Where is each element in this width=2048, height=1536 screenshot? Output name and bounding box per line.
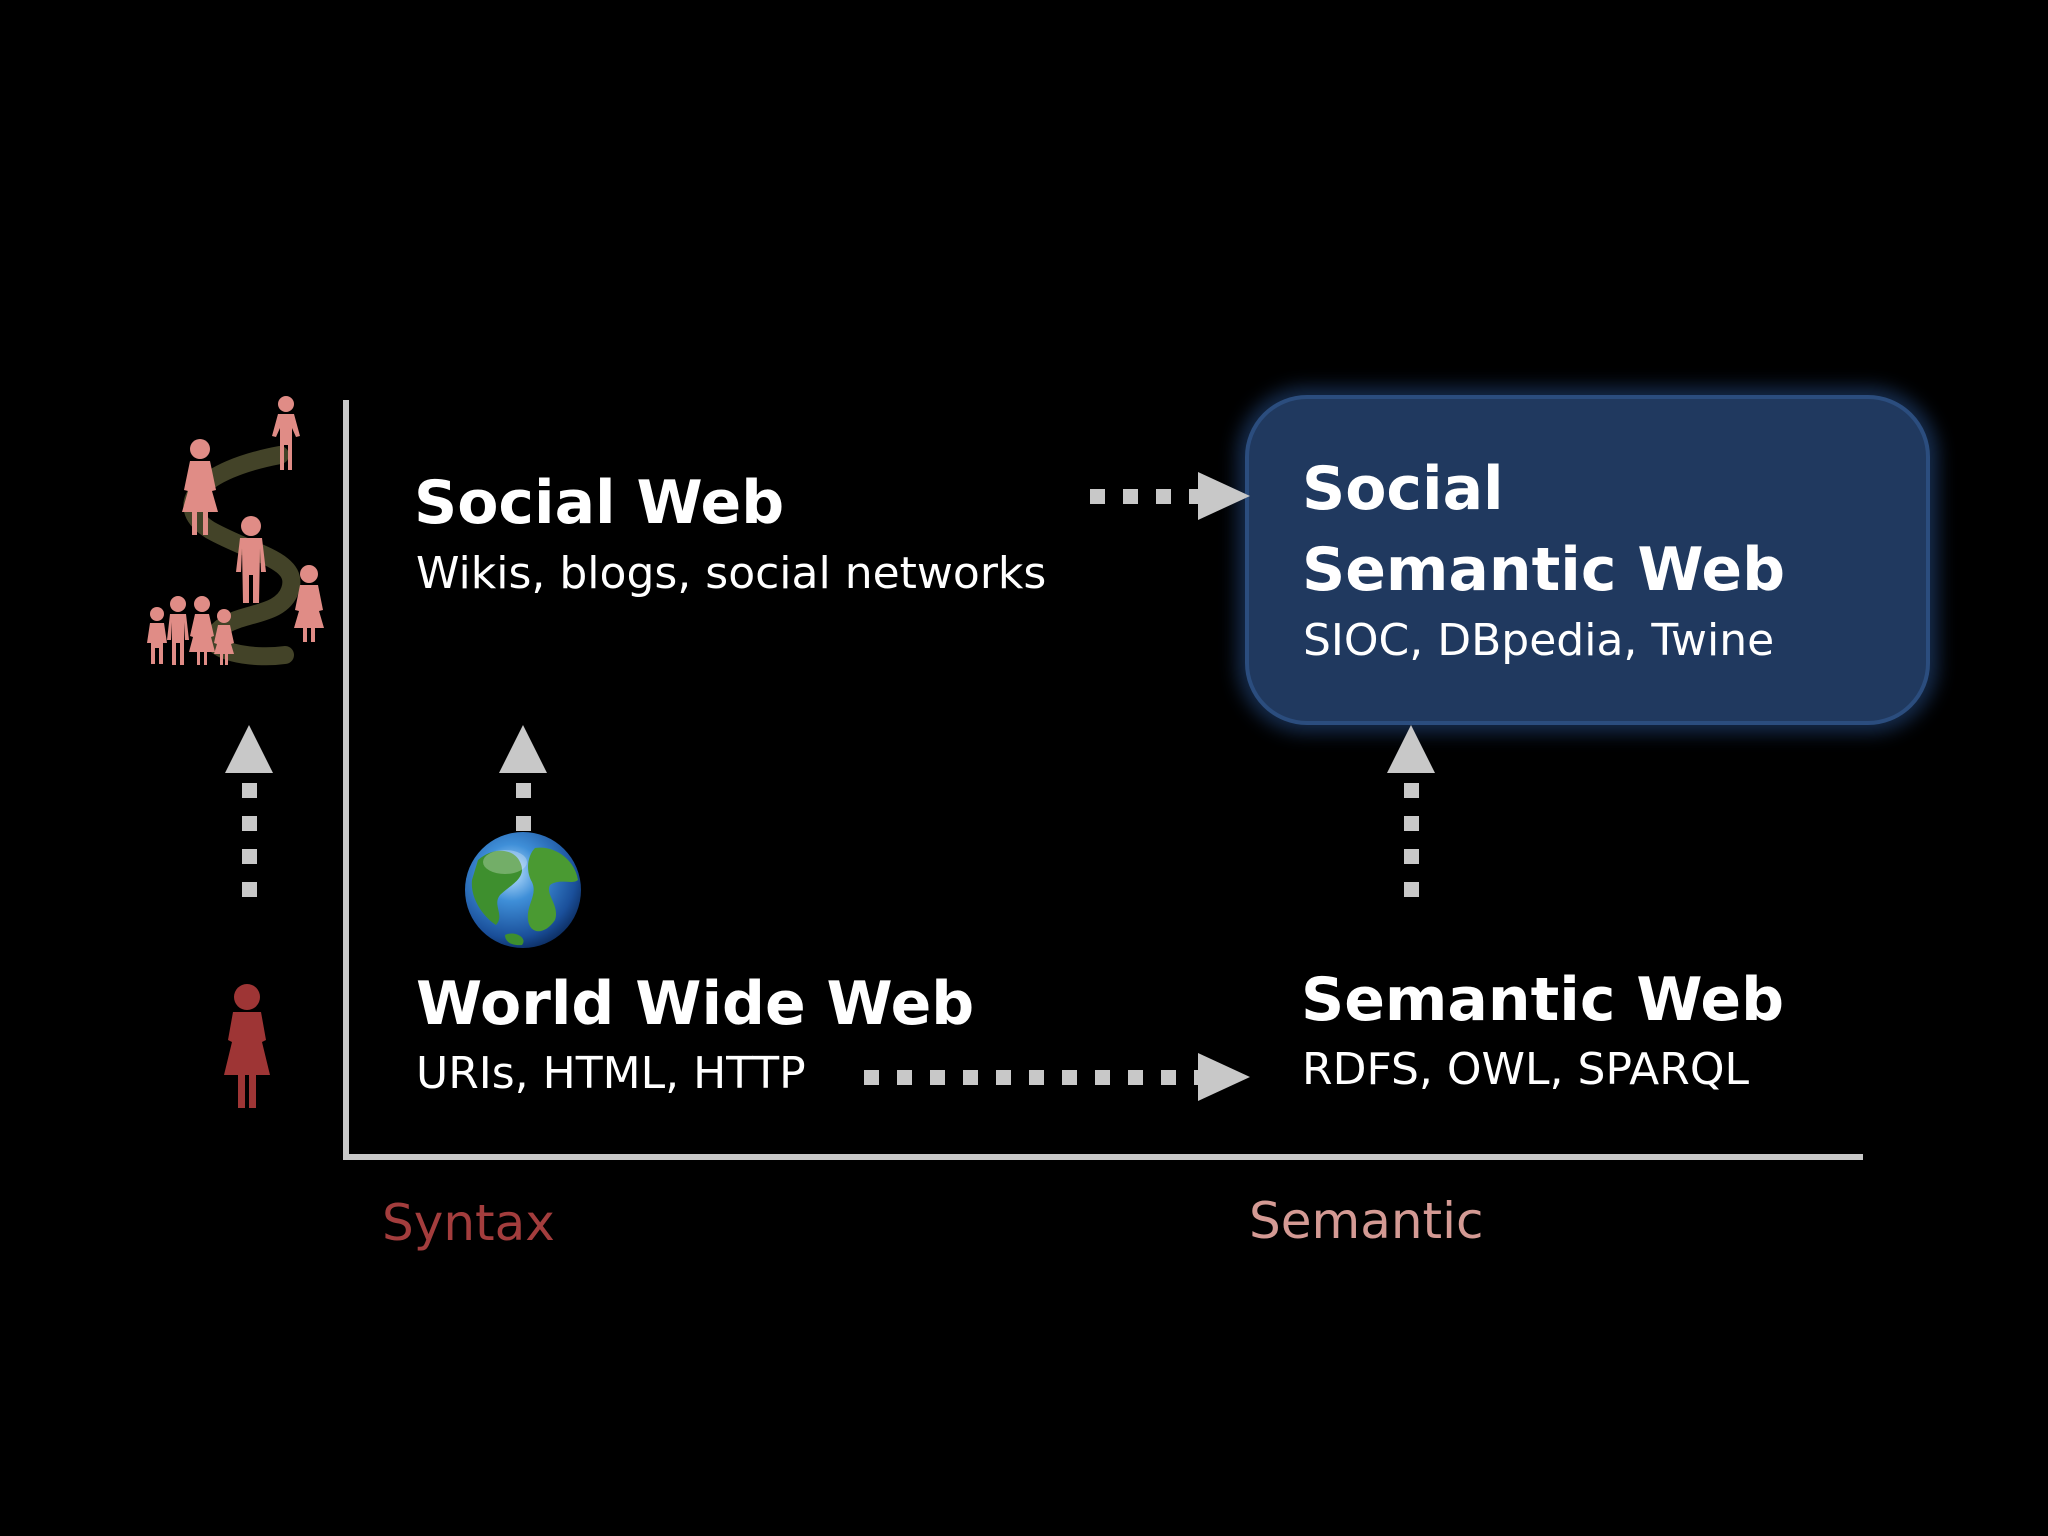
social-network-icon — [147, 396, 324, 666]
x-axis-label-semantic: Semantic — [1249, 1192, 1484, 1250]
world-wide-web-subtitle: URIs, HTML, HTTP — [416, 1048, 806, 1099]
person-icon — [224, 984, 270, 1108]
semantic-web-title: Semantic Web — [1301, 965, 1785, 1035]
semantic-web-subtitle: RDFS, OWL, SPARQL — [1302, 1044, 1749, 1095]
arrow-social-to-social-semantic — [1090, 472, 1250, 520]
arrow-www-to-social — [499, 725, 547, 831]
arrow-person-to-network — [225, 725, 273, 897]
globe-icon — [465, 832, 581, 948]
social-semantic-web-subtitle: SIOC, DBpedia, Twine — [1303, 615, 1775, 666]
social-semantic-web-title-line1: Social — [1302, 454, 1504, 524]
social-web-subtitle: Wikis, blogs, social networks — [416, 548, 1047, 599]
x-axis-label-syntax: Syntax — [382, 1194, 555, 1252]
social-semantic-web-box — [1245, 395, 1930, 725]
arrow-semantic-to-social-semantic — [1387, 725, 1435, 897]
social-semantic-web-title-line2: Semantic Web — [1302, 535, 1786, 605]
world-wide-web-title: World Wide Web — [416, 969, 975, 1039]
social-web-title: Social Web — [414, 468, 785, 538]
axes — [343, 400, 1863, 1160]
arrow-www-to-semantic — [864, 1053, 1250, 1101]
